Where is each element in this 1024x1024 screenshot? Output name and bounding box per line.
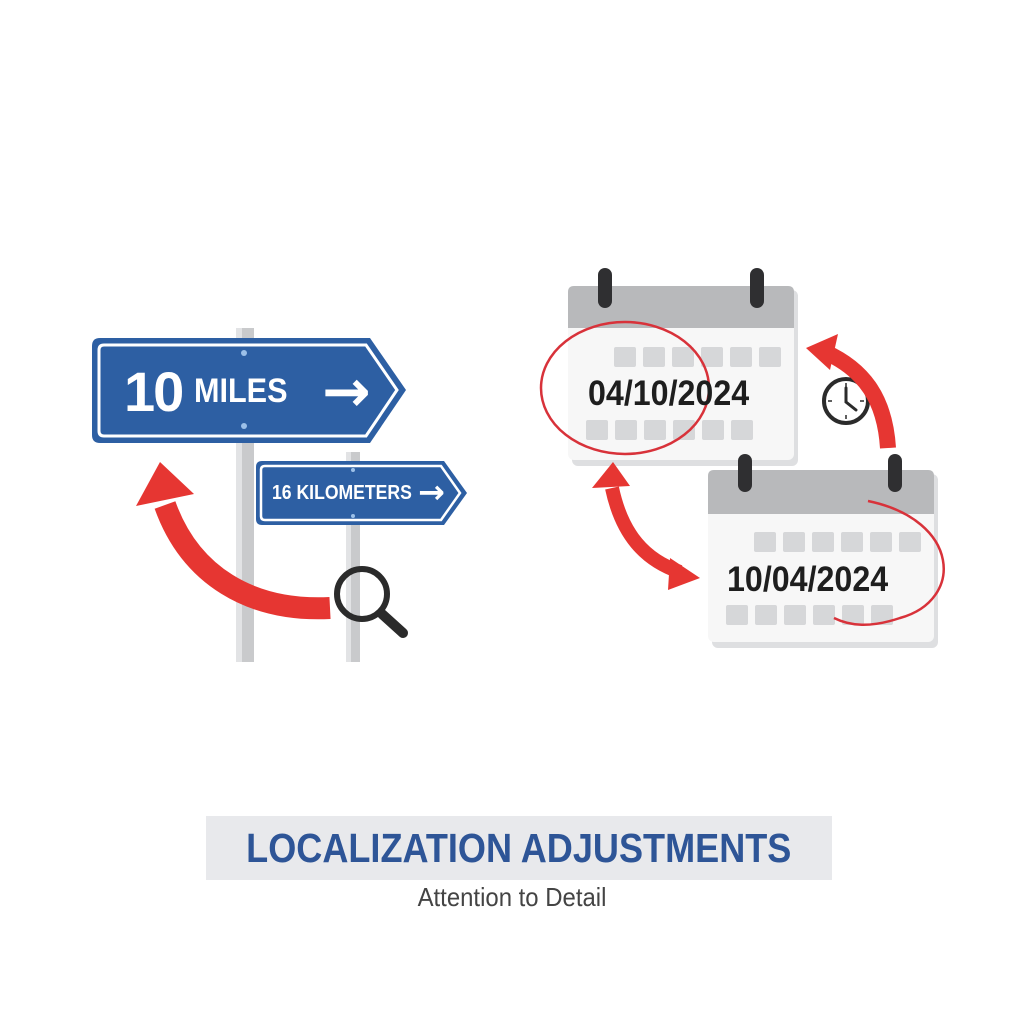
title-band: LOCALIZATION ADJUSTMENTS [206, 816, 832, 880]
calendar-icon-first [568, 268, 798, 466]
calendar-illustration [539, 268, 945, 648]
highlight-circle-second [833, 499, 945, 626]
sign-16-kilometers [256, 461, 467, 525]
arrow-right-icon: → [322, 357, 371, 425]
clock-icon [822, 377, 870, 425]
sign-10-miles-label: 10 MILES [124, 356, 298, 426]
distance-unit: MILES [194, 371, 288, 410]
page-title: LOCALIZATION ADJUSTMENTS [246, 824, 792, 871]
curved-arrow-icon [136, 462, 331, 620]
kilometers-text: 16 KILOMETERS [272, 481, 412, 504]
road-sign-illustration [92, 328, 467, 662]
arrow-right-small-icon: → [418, 473, 445, 511]
page-subtitle: Attention to Detail [417, 882, 607, 912]
curved-arrow-return-icon [806, 334, 896, 449]
highlight-circle-first [539, 320, 711, 456]
swap-arrow-icon [592, 462, 700, 590]
date-text-first: 04/10/2024 [588, 374, 750, 413]
sign-16-kilometers-label: 16 KILOMETERS [272, 478, 431, 508]
date-text-second: 10/04/2024 [727, 560, 889, 599]
calendar-icon-second [708, 454, 938, 648]
magnifier-icon [334, 566, 408, 638]
distance-value: 10 [124, 359, 184, 423]
sign-10-miles [92, 338, 406, 443]
